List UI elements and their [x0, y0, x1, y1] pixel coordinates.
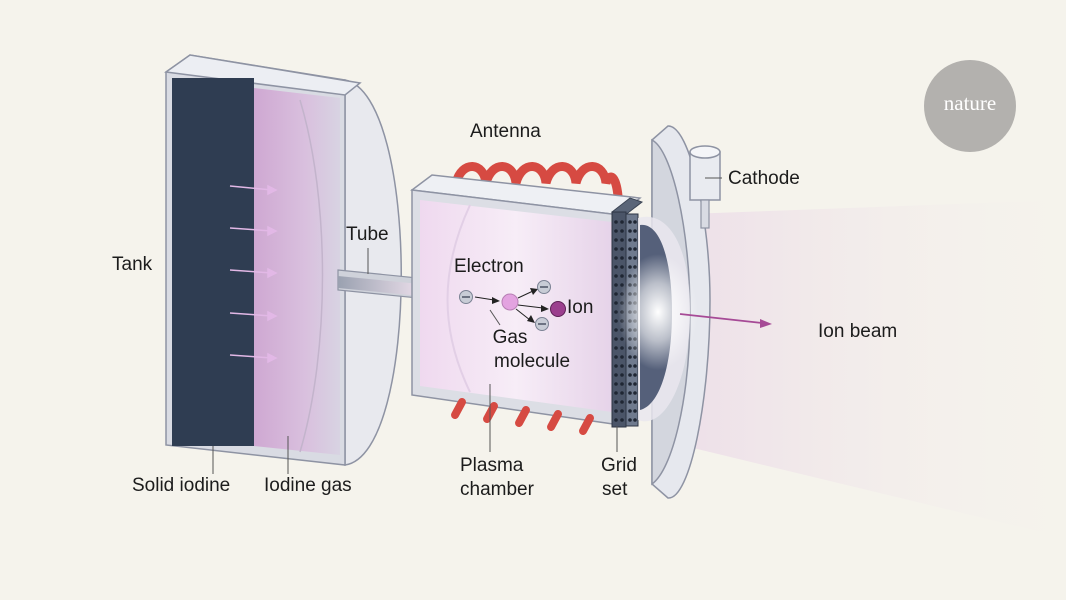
- tank-top: [163, 54, 362, 96]
- beam-glow: [618, 254, 698, 370]
- tank-inner-curve: [299, 99, 324, 453]
- grid-hole: [614, 355, 618, 359]
- grid-hole: [614, 283, 618, 287]
- grid-hole: [620, 355, 624, 359]
- label-cathode: Cathode: [728, 168, 800, 189]
- grid-hole: [633, 247, 637, 251]
- iodine-gas-region: [254, 88, 340, 455]
- grid-hole: [633, 418, 637, 422]
- grid-hole: [633, 238, 637, 242]
- grid-hole: [614, 319, 618, 323]
- grid-hole: [614, 337, 618, 341]
- grid-hole: [633, 409, 637, 413]
- label-plasma-chamber-2: chamber: [460, 479, 534, 500]
- grid-hole: [628, 355, 632, 359]
- grid-hole: [620, 274, 624, 278]
- grid-hole: [614, 364, 618, 368]
- grid-hole: [614, 418, 618, 422]
- grid-hole: [628, 400, 632, 404]
- grid-hole: [620, 346, 624, 350]
- ion-particle: [550, 301, 566, 317]
- grid-hole: [614, 382, 618, 386]
- label-tube: Tube: [346, 224, 389, 245]
- grid-hole: [614, 265, 618, 269]
- grid-hole: [628, 265, 632, 269]
- tank: [163, 54, 402, 466]
- grid-hole: [614, 238, 618, 242]
- grid-hole: [614, 247, 618, 251]
- label-grid-set-1: Grid: [601, 455, 637, 476]
- grid-hole: [628, 409, 632, 413]
- grid-hole: [614, 292, 618, 296]
- label-tank: Tank: [112, 254, 153, 275]
- grid-hole: [633, 400, 637, 404]
- label-solid-iodine: Solid iodine: [132, 475, 231, 496]
- grid-hole: [620, 391, 624, 395]
- grid-hole: [620, 400, 624, 404]
- grid-hole: [614, 256, 618, 260]
- grid-hole: [633, 220, 637, 224]
- leader-lines: [212, 177, 722, 474]
- grid-hole: [620, 409, 624, 413]
- grid-hole: [620, 265, 624, 269]
- grid-hole: [620, 238, 624, 242]
- label-iodine-gas: Iodine gas: [264, 475, 352, 496]
- grid-hole: [614, 400, 618, 404]
- grid-hole: [628, 391, 632, 395]
- solid-iodine: [172, 78, 254, 446]
- grid-hole: [614, 274, 618, 278]
- cathode: [689, 145, 721, 229]
- grid-hole: [620, 220, 624, 224]
- ion-beam-cone: [660, 200, 1066, 538]
- grid-hole: [614, 391, 618, 395]
- grid-hole: [628, 382, 632, 386]
- grid-hole: [633, 364, 637, 368]
- grid-hole: [620, 418, 624, 422]
- plasma-chamber: [410, 174, 642, 426]
- grid-hole: [620, 247, 624, 251]
- grid-hole: [633, 391, 637, 395]
- grid-hole: [620, 364, 624, 368]
- label-gas-molecule-2: molecule: [494, 351, 571, 372]
- label-antenna: Antenna: [470, 121, 541, 142]
- grid-hole: [614, 220, 618, 224]
- grid-hole: [628, 220, 632, 224]
- grid-hole: [628, 418, 632, 422]
- label-ion-beam: Ion beam: [818, 321, 898, 342]
- label-electron: Electron: [454, 256, 524, 277]
- gas-molecule-particle: [501, 293, 519, 311]
- grid-hole: [633, 229, 637, 233]
- grid-hole: [620, 373, 624, 377]
- label-ion: Ion: [567, 297, 594, 318]
- grid-hole: [633, 256, 637, 260]
- label-plasma-chamber-1: Plasma: [460, 455, 524, 476]
- grid-hole: [628, 247, 632, 251]
- nature-logo: nature: [924, 60, 1016, 152]
- grid-hole: [614, 346, 618, 350]
- grid-hole: [614, 229, 618, 233]
- grid-hole: [620, 256, 624, 260]
- grid-hole: [614, 301, 618, 305]
- grid-hole: [614, 328, 618, 332]
- grid-hole: [614, 409, 618, 413]
- label-grid-set-2: set: [602, 479, 628, 500]
- grid-hole: [633, 382, 637, 386]
- particles: [459, 280, 566, 331]
- diffusion-arrows: [229, 184, 278, 364]
- grid-hole: [620, 382, 624, 386]
- label-gas-molecule-1: Gas: [492, 327, 528, 348]
- grid-hole: [628, 229, 632, 233]
- grid-hole: [614, 373, 618, 377]
- grid-hole: [628, 373, 632, 377]
- grid-hole: [628, 256, 632, 260]
- grid-hole: [628, 364, 632, 368]
- grid-hole: [633, 373, 637, 377]
- nature-logo-text: nature: [943, 91, 997, 115]
- ion-beam-arrow: [679, 313, 772, 328]
- grid-hole: [614, 310, 618, 314]
- grid-hole: [628, 238, 632, 242]
- grid-hole: [620, 229, 624, 233]
